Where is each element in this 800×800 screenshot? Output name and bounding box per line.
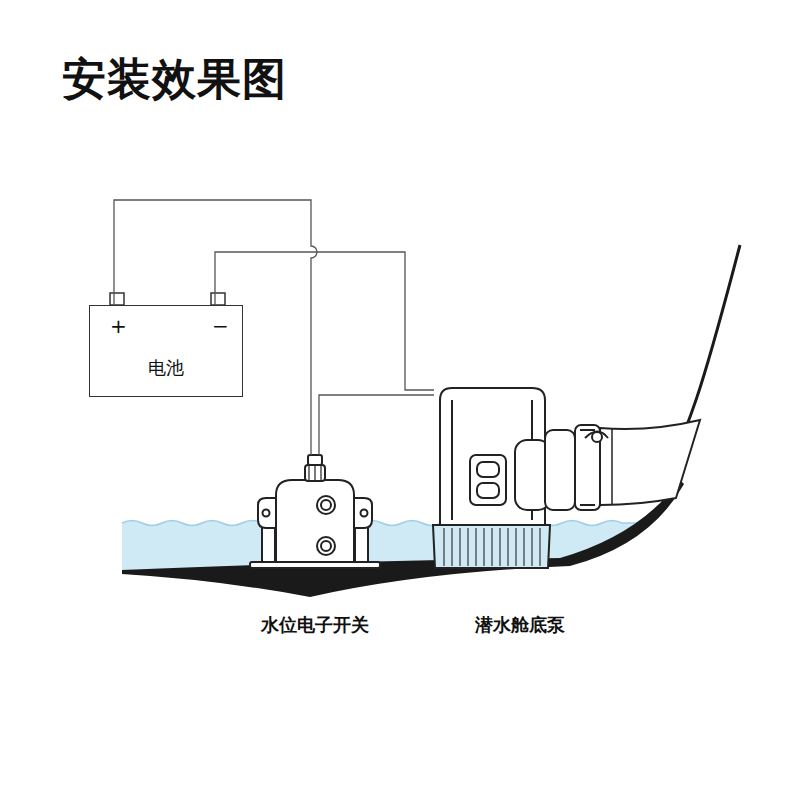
level-switch-part: 水位电子开关 <box>244 455 386 637</box>
battery-terminal <box>110 293 124 305</box>
wire <box>114 200 317 455</box>
water-surface <box>122 521 648 526</box>
level-switch <box>250 455 380 568</box>
diagram-title: 安装效果图 <box>62 50 287 109</box>
wire <box>215 252 434 390</box>
wire-line <box>114 200 317 455</box>
wire-line <box>319 395 434 455</box>
bilge-pump-part: 潜水舱底泵 <box>434 385 606 637</box>
node-label: 电池 <box>90 356 242 380</box>
terminal-plus: + <box>110 316 127 336</box>
node-label: 潜水舱底泵 <box>434 613 606 637</box>
bilge-pump <box>433 388 608 568</box>
outlet-hose <box>600 420 700 505</box>
battery-terminal <box>211 293 225 305</box>
wire-line <box>215 252 434 390</box>
wire <box>319 395 434 455</box>
terminal-minus: − <box>212 316 229 336</box>
node-label: 水位电子开关 <box>244 613 386 637</box>
